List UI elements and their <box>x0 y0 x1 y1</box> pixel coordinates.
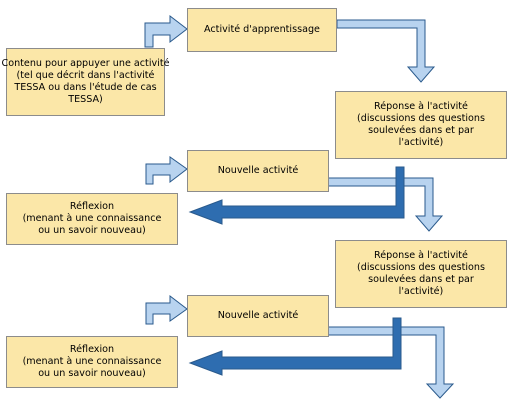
arrow-reponse1-to-reflexion1 <box>188 166 405 225</box>
box-text-line: Activité d'apprentissage <box>204 23 320 35</box>
arrow-reponse2-to-reflexion2 <box>188 317 402 376</box>
box-text-line: Réponse à l'activité <box>374 249 468 261</box>
arrow-contenu-to-activite <box>144 14 188 48</box>
box-text-line: (menant à une connaissance <box>22 212 162 224</box>
box-text-line: (discussions des questions <box>357 261 485 273</box>
box-text-line: (menant à une connaissance <box>22 355 162 367</box>
box-text-line: Réponse à l'activité <box>374 100 468 112</box>
box-text-line: Nouvelle activité <box>217 164 299 176</box>
box-text-line: Contenu pour appuyer une activité <box>1 57 170 69</box>
nouvelle-activite-box-1: Nouvelle activité <box>187 150 329 192</box>
arrow-reflexion1-to-nouvelle1 <box>145 156 188 185</box>
box-text-line: TESSA) <box>68 94 103 106</box>
reponse-activite-box-1: Réponse à l'activité(discussions des que… <box>335 91 507 159</box>
box-text-line: (discussions des questions <box>357 112 485 124</box>
reponse-activite-box-2: Réponse à l'activité(discussions des que… <box>335 240 507 308</box>
contenu-box: Contenu pour appuyer une activité(tel qu… <box>2 48 170 116</box>
box-text-line: l'activité) <box>398 137 444 149</box>
box-text-line: ou un savoir nouveau) <box>38 368 146 380</box>
activite-apprentissage-box: Activité d'apprentissage <box>187 8 337 52</box>
arrow-nouvelle2-to-next <box>327 326 455 399</box>
box-text-line: (tel que décrit dans l'activité <box>16 69 155 81</box>
box-text-line: Réflexion <box>69 200 115 212</box>
box-text-line: Nouvelle activité <box>217 309 299 321</box>
arrow-activite-to-reponse1 <box>336 19 436 83</box>
arrow-reflexion2-to-nouvelle2 <box>145 294 188 325</box>
box-text-line: soulevées dans et par <box>368 274 474 285</box>
arrow-nouvelle1-to-reponse2 <box>327 177 444 232</box>
box-text-line: soulevées dans et par <box>368 125 474 136</box>
nouvelle-activite-box-2: Nouvelle activité <box>187 295 329 337</box>
box-text-line: Réflexion <box>69 343 115 355</box>
box-text-line: TESSA ou dans l'étude de cas <box>14 82 157 93</box>
box-text-line: ou un savoir nouveau) <box>38 225 146 237</box>
box-text-line: l'activité) <box>398 286 444 298</box>
